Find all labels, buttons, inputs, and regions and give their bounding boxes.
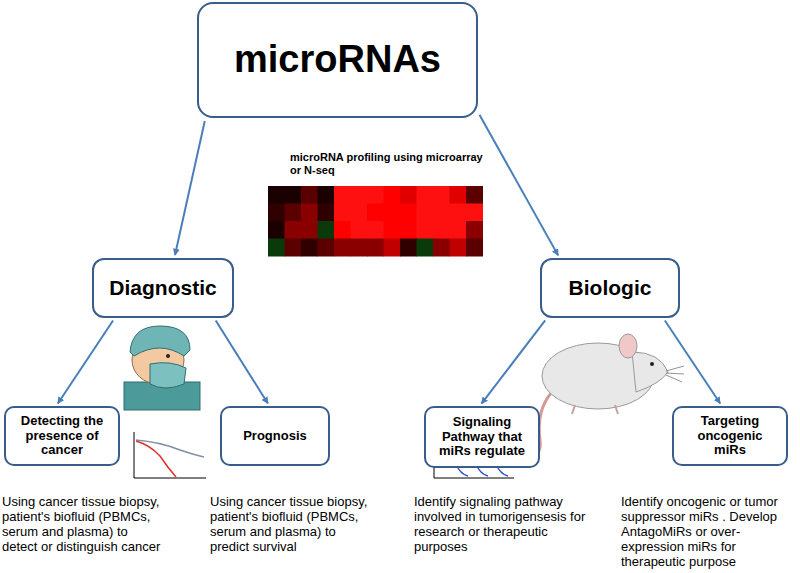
process-box: Signaling Pathway that miRs regulate: [424, 406, 540, 468]
chart-axes: [134, 432, 206, 478]
heatmap-cell: [268, 221, 285, 239]
heatmap-cell: [367, 221, 384, 239]
heatmap-cell: [351, 186, 368, 204]
heatmap-cell: [400, 186, 417, 204]
arrow-connector: [216, 321, 268, 404]
description-text: Using cancer tissue biopsy, patient's bi…: [2, 494, 164, 554]
heatmap-cell: [351, 221, 368, 239]
heatmap-cell: [433, 221, 450, 239]
heatmap-cell: [433, 204, 450, 222]
heatmap-cell: [433, 239, 450, 257]
heatmap-cell: [318, 204, 335, 222]
mouse-eye: [650, 362, 654, 366]
heatmap-cell: [450, 239, 467, 257]
heatmap-cell: [417, 186, 434, 204]
surgeon-cap: [130, 326, 190, 356]
heatmap-cell: [466, 204, 483, 222]
mouse-whiskers: [666, 366, 684, 382]
caption-note: microRNA profiling using microarray or N…: [290, 151, 490, 177]
mouse-ear: [619, 334, 637, 358]
heatmap-cell: [318, 186, 335, 204]
description-text: Identify signaling pathway involved in t…: [414, 494, 590, 554]
arrow-connector: [479, 115, 558, 256]
heatmap-cell: [384, 204, 401, 222]
heatmap-cell: [384, 186, 401, 204]
node-text: microRNAs: [234, 38, 441, 82]
surgeon-eye: [166, 354, 170, 358]
heatmap-cell: [351, 204, 368, 222]
heatmap-cell: [301, 239, 318, 257]
survival-chart: [134, 432, 206, 478]
heatmap-cell: [367, 186, 384, 204]
arrow-connector: [175, 121, 205, 255]
heatmap-cell: [450, 204, 467, 222]
description-text: Identify oncogenic or tumor suppressor m…: [621, 494, 798, 569]
heatmap-cell: [466, 221, 483, 239]
heatmap-cell: [334, 239, 351, 257]
node-text: Biologic: [569, 276, 652, 300]
heatmap-cell: [268, 186, 285, 204]
heatmap-cell: [301, 204, 318, 222]
arrow-connector: [482, 320, 546, 403]
category-box: Diagnostic: [92, 258, 234, 318]
heatmap-cell: [466, 186, 483, 204]
heatmap-cell: [285, 186, 302, 204]
heatmap-cell: [450, 221, 467, 239]
heatmap-cell: [417, 239, 434, 257]
arrow-connector: [58, 320, 113, 403]
category-box: Biologic: [540, 258, 680, 318]
node-text: Signaling Pathway that miRs regulate: [432, 415, 532, 460]
heatmap-cell: [268, 204, 285, 222]
heatmap-cell: [318, 221, 335, 239]
heatmap-cell: [334, 204, 351, 222]
heatmap-cell: [400, 221, 417, 239]
arrow-connector: [665, 320, 720, 403]
heatmap-cell: [417, 204, 434, 222]
survival-curve: [136, 441, 176, 477]
mouse-figure: [530, 334, 684, 458]
node-text: Prognosis: [243, 429, 307, 444]
heatmap-cell: [466, 239, 483, 257]
heatmap-cell: [400, 239, 417, 257]
title-box: microRNAs: [197, 2, 478, 118]
heatmap-cell: [417, 221, 434, 239]
node-text: Targeting oncogenic miRs: [680, 414, 780, 459]
heatmap-cell: [384, 221, 401, 239]
process-box: Detecting the presence of cancer: [4, 406, 120, 466]
mouse-feet: [572, 405, 618, 414]
heatmap-cell: [285, 204, 302, 222]
heatmap: [268, 186, 483, 257]
heatmap-cell: [433, 186, 450, 204]
heatmap-cell: [367, 204, 384, 222]
heatmap-cell: [384, 239, 401, 257]
heatmap-cell: [268, 239, 285, 257]
heatmap-cell: [334, 221, 351, 239]
heatmap-cell: [351, 239, 368, 257]
heatmap-cell: [285, 239, 302, 257]
process-box: Targeting oncogenic miRs: [672, 406, 788, 466]
heatmap-cell: [334, 186, 351, 204]
description-text: Using cancer tissue biopsy, patient's bi…: [210, 494, 376, 554]
process-box: Prognosis: [220, 406, 330, 466]
heatmap-cell: [301, 221, 318, 239]
surgeon-mask: [150, 363, 186, 388]
heatmap-cell: [301, 186, 318, 204]
node-text: Diagnostic: [109, 276, 216, 300]
surgeon-figure: [124, 326, 200, 410]
survival-curve: [136, 440, 204, 457]
heatmap-cell: [318, 239, 335, 257]
node-text: Detecting the presence of cancer: [12, 414, 112, 459]
heatmap-cell: [367, 239, 384, 257]
heatmap-cell: [285, 221, 302, 239]
heatmap-cell: [450, 186, 467, 204]
mouse-head: [632, 352, 668, 392]
heatmap-cell: [400, 204, 417, 222]
